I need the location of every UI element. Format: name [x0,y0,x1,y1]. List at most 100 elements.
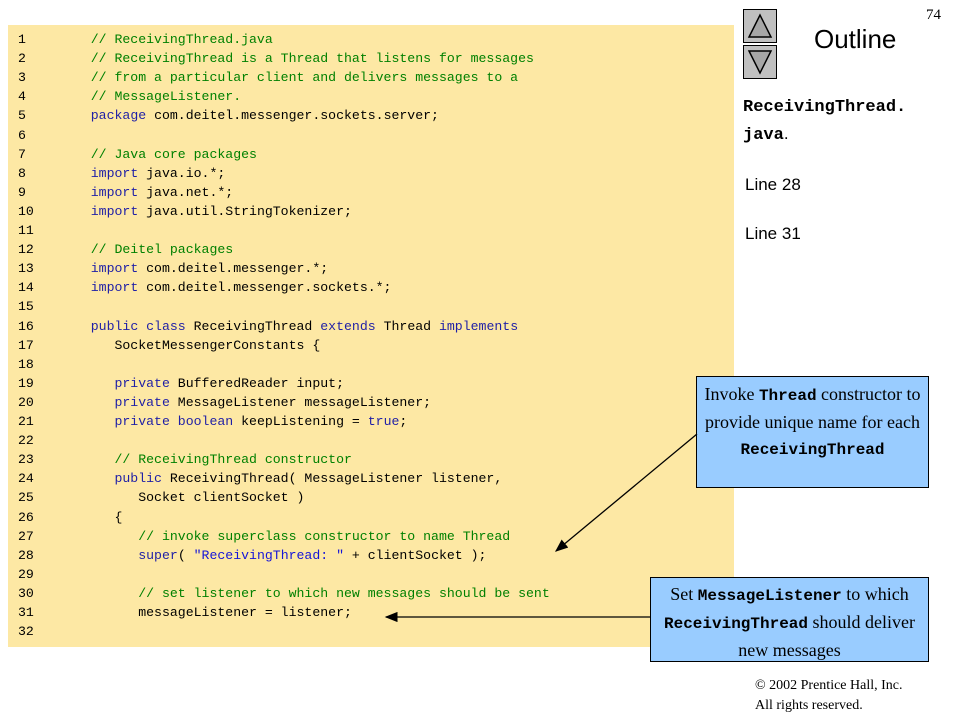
code-text: import java.io.*; [67,164,226,183]
code-token: ReceivingThread [185,318,321,334]
code-text: // set listener to which new messages sh… [67,584,550,603]
line-number: 2 [18,51,26,67]
line-number: 31 [18,605,34,620]
code-token: messageListener = listener; [67,605,352,620]
code-token: Thread [375,318,439,334]
code-keyword: implements [438,318,519,334]
code-text: import java.net.*; [67,183,233,202]
code-token: MessageListener messageListener; [169,394,432,410]
code-string: "ReceivingThread: " [193,547,345,563]
line-number: 10 [18,203,34,219]
callout-text: Set [670,584,698,604]
code-token: java.util.StringTokenizer; [138,203,352,219]
slide-number: 74 [926,7,941,23]
line-number: 13 [18,261,34,277]
previous-slide-button[interactable] [743,9,777,43]
code-keyword: public class [90,318,186,334]
line-number: 1 [18,32,26,47]
code-token: java.net.*; [138,184,234,200]
code-text: // invoke superclass constructor to name… [67,527,510,546]
copyright-line1: 2002 Prentice Hall, Inc. [765,678,903,693]
line-number: 22 [18,433,34,449]
outline-ref-line-28[interactable]: Line 28 [745,175,801,194]
code-token: BufferedReader input; [169,375,344,391]
code-text: // ReceivingThread is a Thread that list… [67,49,534,68]
code-text: import com.deitel.messenger.*; [67,259,328,278]
line-number: 6 [18,127,26,143]
line-number: 29 [18,566,34,582]
line-number: 21 [18,414,34,429]
callout-text: constructor to provide unique name for e… [705,384,921,432]
line-number: 8 [18,165,26,181]
callout-set-listener: Set MessageListener to which ReceivingTh… [650,577,929,662]
callout-code-term: ReceivingThread [740,441,885,459]
line-number: 5 [18,108,26,124]
line-number: 12 [18,242,34,258]
line-number: 19 [18,375,34,391]
code-keyword: public [114,471,162,487]
line-number: 23 [18,452,34,468]
code-comment: // set listener to which new messages sh… [67,585,550,601]
line-number: 15 [18,299,34,315]
triangle-down-icon [747,50,773,75]
copyright-notice: © 2002 Prentice Hall, Inc. All rights re… [755,676,903,716]
next-slide-button[interactable] [743,45,777,79]
callout-text: Invoke [704,384,759,404]
code-keyword: private boolean [114,414,234,429]
code-keyword: import [90,261,139,277]
code-keyword: private [114,394,170,410]
code-token: SocketMessengerConstants { [67,337,321,353]
line-number: 11 [18,223,34,238]
arrow-to-line-28 [554,433,698,552]
callout-text: to which [841,584,909,604]
file-name-line2: java [743,126,784,145]
line-number: 4 [18,89,26,105]
code-comment: // invoke superclass constructor to name… [67,528,511,544]
code-keyword: import [90,165,139,181]
line-number: 28 [18,547,34,563]
code-token: ; [399,414,408,429]
code-comment: // ReceivingThread is a Thread that list… [67,51,534,67]
line-number: 26 [18,509,34,525]
code-text: // MessageListener. [67,87,241,106]
code-keyword: true [367,414,400,429]
line-number: 24 [18,471,34,487]
code-text: super( "ReceivingThread: " + clientSocke… [67,546,486,565]
copyright-symbol: © [755,678,766,693]
code-token: keepListening = [233,414,368,429]
code-text: import java.util.StringTokenizer; [67,202,352,221]
code-comment: // ReceivingThread constructor [67,452,352,468]
code-text: // Java core packages [67,145,257,164]
code-keyword: extends [320,318,376,334]
code-text: SocketMessengerConstants { [67,336,320,355]
file-name-suffix: . [783,124,789,143]
line-number: 30 [18,585,34,601]
code-comment: // MessageListener. [67,89,242,105]
code-keyword: import [90,280,139,296]
line-number: 3 [18,70,26,86]
line-number: 7 [18,146,26,162]
triangle-up-icon [747,13,773,38]
code-token: ReceivingThread( MessageListener listene… [161,471,503,487]
code-text: // from a particular client and delivers… [67,68,518,87]
code-comment: // Deitel packages [67,242,234,258]
line-number: 17 [18,337,34,353]
code-text: // ReceivingThread.java [67,30,273,49]
code-keyword: super [138,547,178,563]
code-keyword: private [114,375,170,391]
line-number: 16 [18,318,34,334]
code-text: private MessageListener messageListener; [67,393,431,412]
code-token: com.deitel.messenger.sockets.*; [138,280,392,296]
code-text: package com.deitel.messenger.sockets.ser… [67,106,439,125]
line-number: 25 [18,490,34,506]
callout-code-term: Thread [758,387,817,405]
code-token: { [67,509,123,525]
code-text: // ReceivingThread constructor [67,450,352,469]
code-text: { [67,508,122,527]
outline-title: Outline [814,24,897,54]
outline-ref-line-31[interactable]: Line 31 [745,224,801,243]
code-token: + clientSocket ); [344,547,487,563]
code-text: private boolean keepListening = true; [67,412,407,431]
callout-code-term: MessageListener [697,587,842,605]
